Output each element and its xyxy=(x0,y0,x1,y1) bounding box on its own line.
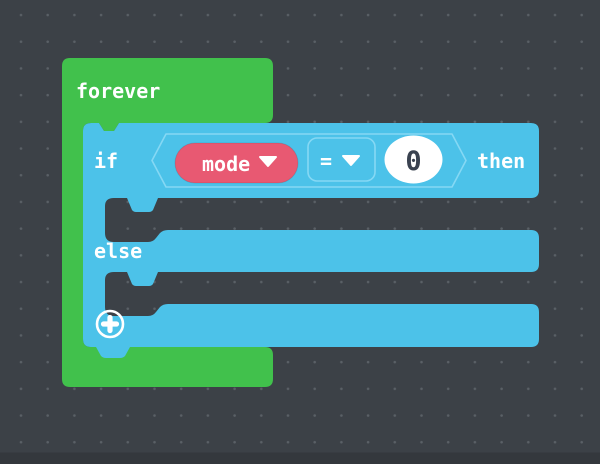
dropdown-arrow-icon xyxy=(342,155,360,166)
forever-block[interactable] xyxy=(62,58,273,387)
dropdown-arrow-icon xyxy=(259,156,277,167)
value-oval xyxy=(384,135,443,184)
condition-slot[interactable] xyxy=(151,133,467,188)
else-label: else xyxy=(94,239,142,263)
variable-label: mode xyxy=(202,152,250,176)
expand-button[interactable] xyxy=(95,309,125,339)
variable-pill xyxy=(174,142,299,184)
plus-icon-cross xyxy=(100,314,120,334)
operator-dropdown[interactable]: = xyxy=(307,137,376,182)
canvas-bottom-strip xyxy=(0,452,600,464)
plus-icon xyxy=(95,309,125,339)
variable-dropdown-mode[interactable]: mode xyxy=(174,142,299,184)
operator-label: = xyxy=(320,149,332,173)
value-text: 0 xyxy=(405,146,421,177)
if-label: if xyxy=(94,149,118,173)
operator-box xyxy=(307,137,376,182)
number-value-field[interactable]: 0 xyxy=(384,135,443,184)
forever-label: forever xyxy=(76,79,160,103)
then-label: then xyxy=(477,149,525,173)
